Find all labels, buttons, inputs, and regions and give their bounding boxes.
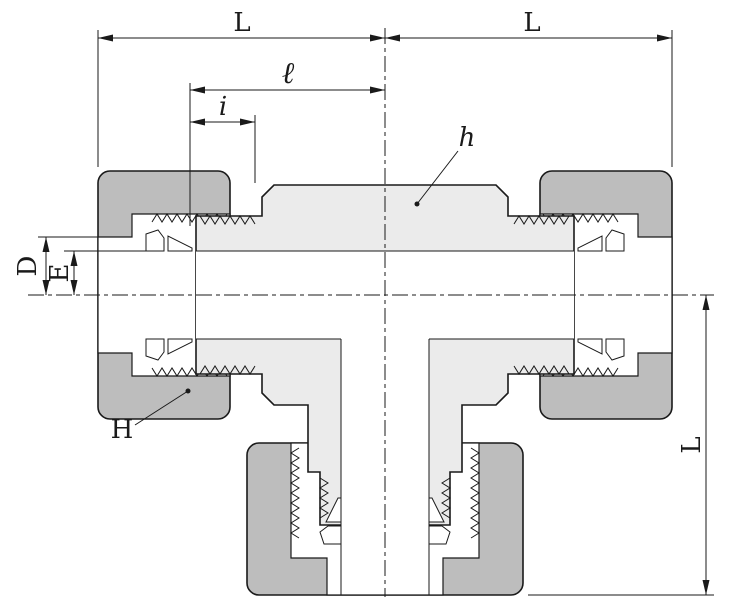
arrowhead bbox=[657, 34, 672, 42]
bottom-front-ferrule-left bbox=[325, 497, 342, 523]
dim-label-E: E bbox=[45, 264, 75, 283]
body-thread-right-bottom bbox=[513, 365, 570, 375]
right-back-ferrule-top bbox=[605, 229, 625, 252]
right-front-ferrule-bottom bbox=[577, 338, 603, 355]
leader-dot-h bbox=[414, 201, 420, 207]
arrowhead bbox=[385, 34, 400, 42]
dim-label-i: i bbox=[219, 92, 227, 122]
arrowhead bbox=[42, 237, 50, 252]
bottom-front-ferrule-right bbox=[428, 497, 445, 523]
arrowhead bbox=[70, 280, 78, 295]
dim-label-L-vertical: L bbox=[677, 436, 707, 453]
dim-label-L-right: L bbox=[523, 8, 540, 38]
arrowhead bbox=[190, 86, 205, 94]
dimensions: L L ℓ i h D E H L bbox=[13, 8, 714, 596]
arrowhead bbox=[702, 580, 710, 595]
body-thread-left-bottom bbox=[199, 365, 256, 375]
right-back-ferrule-bottom bbox=[605, 338, 625, 361]
ferrules bbox=[145, 229, 625, 545]
dim-label-h: h bbox=[459, 123, 476, 153]
dim-label-L-left: L bbox=[233, 8, 250, 38]
body-thread-right-top bbox=[513, 215, 570, 225]
arrowhead bbox=[190, 118, 205, 126]
leader-dot-H bbox=[185, 388, 191, 394]
bottom-nut-thread-right bbox=[470, 447, 480, 539]
left-front-ferrule-top bbox=[167, 235, 193, 252]
arrowhead bbox=[98, 34, 113, 42]
branch-thread-left bbox=[319, 477, 329, 519]
dim-label-l: ℓ bbox=[282, 56, 295, 91]
bottom-back-ferrule-left bbox=[319, 525, 342, 545]
left-front-ferrule-bottom bbox=[167, 338, 193, 355]
arrowhead bbox=[240, 118, 255, 126]
dim-label-H: H bbox=[111, 415, 134, 445]
arrowhead bbox=[70, 251, 78, 266]
arrowhead bbox=[370, 34, 385, 42]
leader-line-h bbox=[416, 150, 459, 205]
right-front-ferrule-top bbox=[577, 235, 603, 252]
body-thread-left-top bbox=[199, 215, 256, 225]
bottom-nut-thread-left bbox=[290, 447, 300, 539]
branch-thread-right bbox=[441, 477, 451, 519]
arrowhead bbox=[370, 86, 385, 94]
arrowhead bbox=[42, 280, 50, 295]
bottom-back-ferrule-right bbox=[428, 525, 451, 545]
leader-line-H bbox=[134, 390, 189, 426]
dim-label-D: D bbox=[13, 256, 43, 277]
left-back-ferrule-bottom bbox=[145, 338, 165, 361]
arrowhead bbox=[702, 295, 710, 310]
left-back-ferrule-top bbox=[145, 229, 165, 252]
centerlines bbox=[28, 28, 714, 597]
